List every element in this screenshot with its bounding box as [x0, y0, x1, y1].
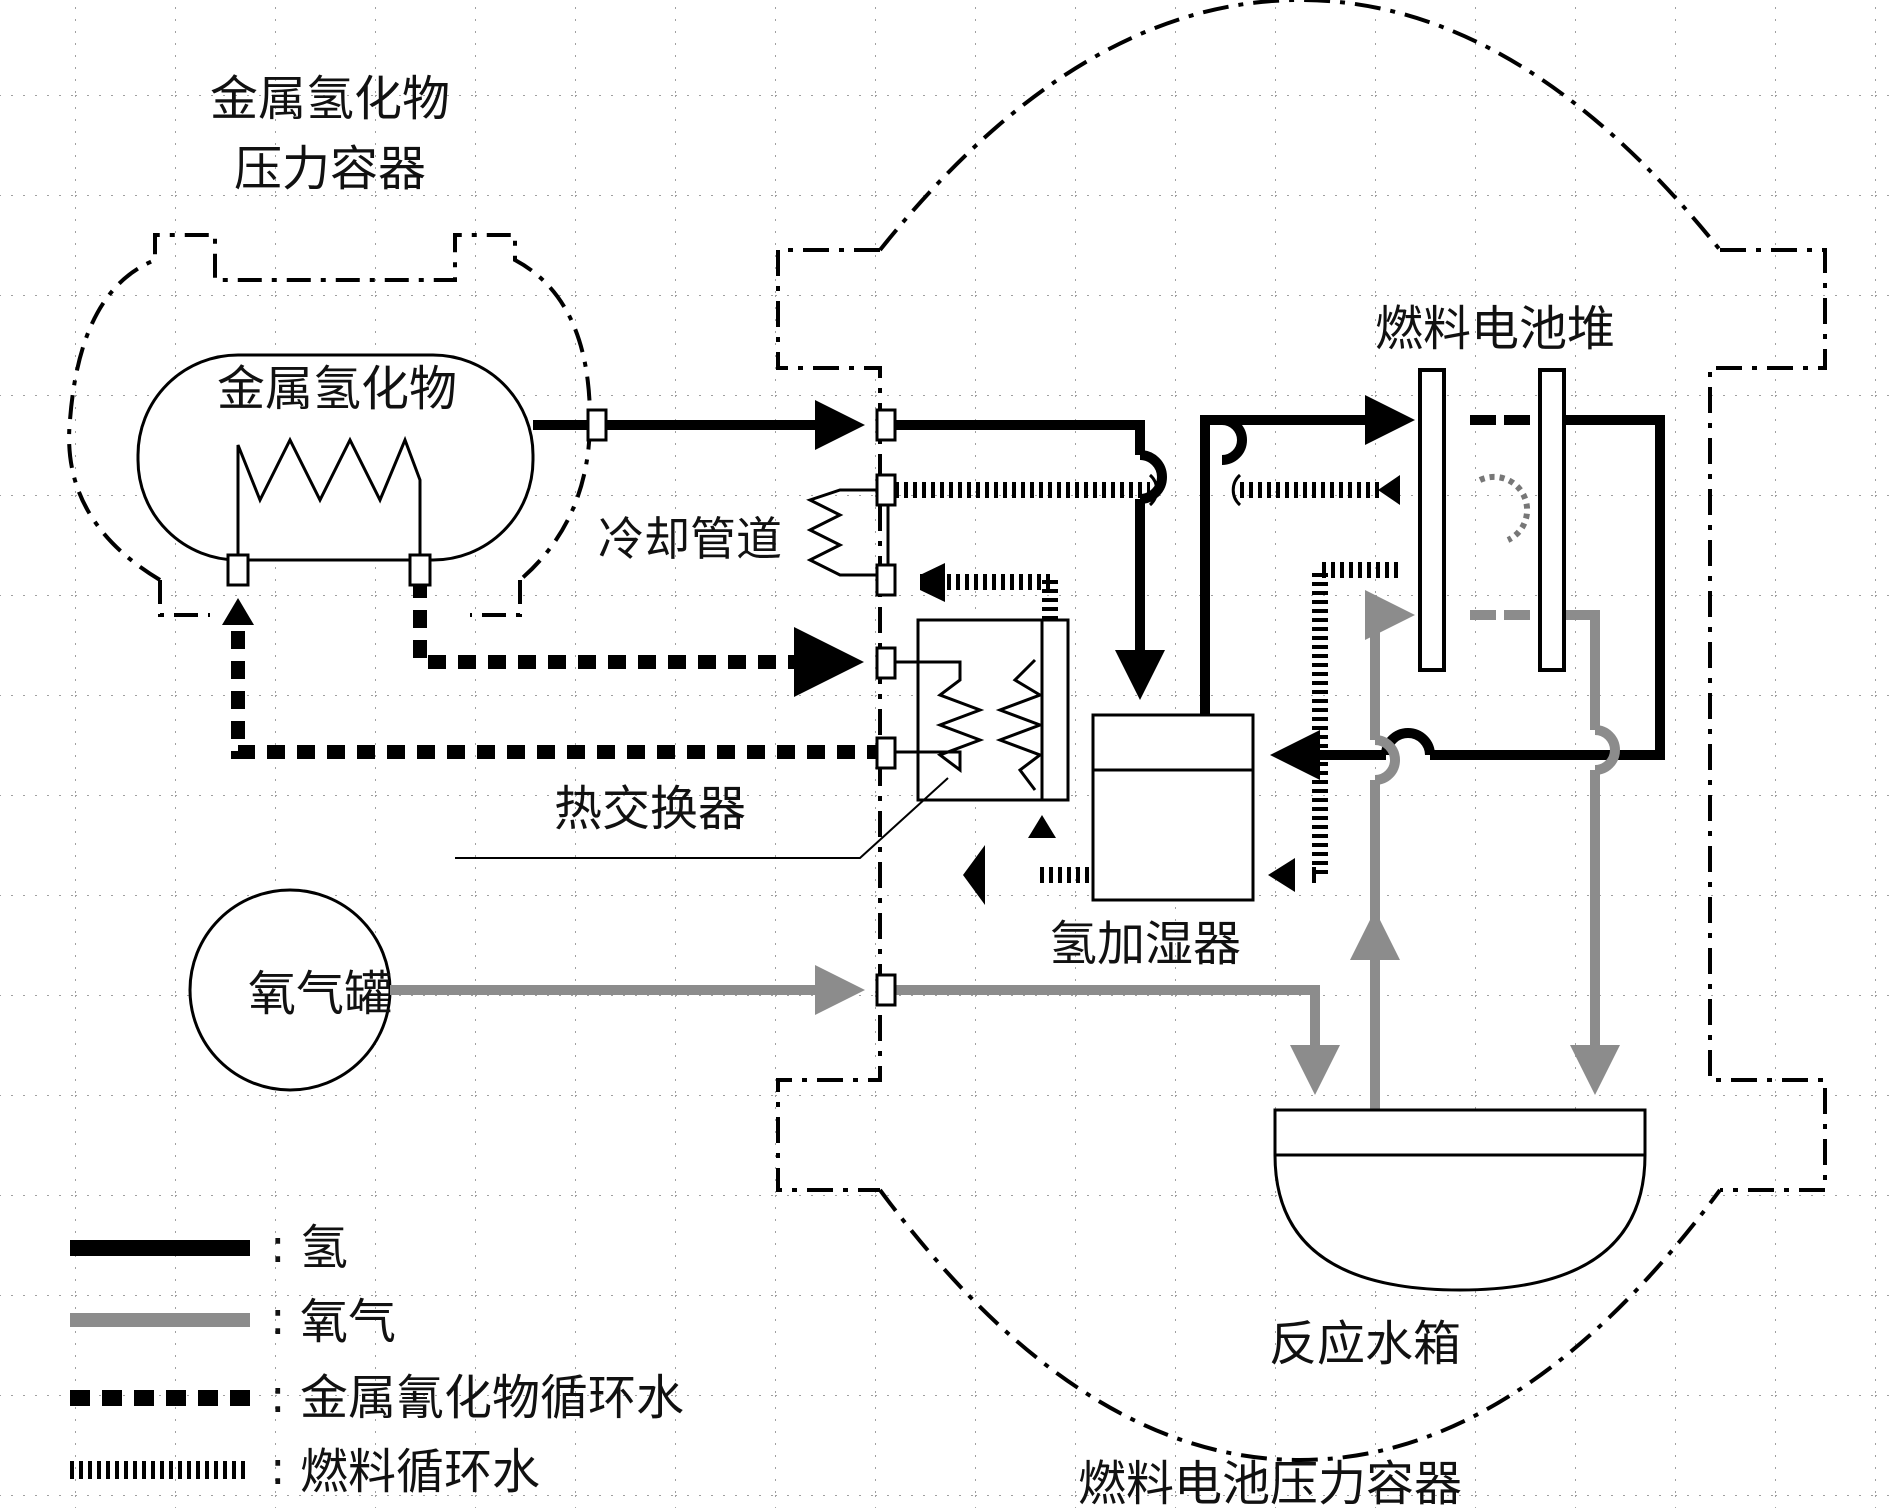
hx-coil-2 — [995, 658, 1045, 791]
mh-water-lines — [231, 580, 885, 759]
humidifier-box — [1091, 713, 1255, 902]
feedthroughs — [226, 408, 897, 1007]
hx-side-plate — [1040, 618, 1070, 802]
fw-arrow-hx — [963, 845, 985, 905]
cooling-pipe-label: 冷却管道 — [598, 512, 782, 566]
mh-pressure-vessel-outline — [67, 233, 593, 617]
stack-plate-left — [1418, 368, 1446, 672]
mh-vessel-label-2: 压力容器 — [234, 141, 426, 197]
oxygen-tank-label: 氧气罐 — [248, 966, 392, 1022]
fc-pressure-vessel-label: 燃料电池压力容器 — [1078, 1456, 1462, 1508]
legend-label-hydrogen: 氢 — [300, 1220, 348, 1276]
fw-arrow-cooling — [920, 563, 945, 602]
mh-vessel-label-1: 金属氢化物 — [210, 71, 450, 127]
hx-water-arrow — [1028, 815, 1056, 838]
legend-label-mh-water: 金属氰化物循环水 — [300, 1370, 684, 1426]
reaction-water-tank-label: 反应水箱 — [1269, 1316, 1461, 1372]
stack-membrane — [1478, 473, 1531, 543]
mh-water-arrowhead — [222, 598, 254, 625]
hydrogen-humidifier-label: 氢加湿器 — [1049, 916, 1241, 972]
stack-plate-right — [1538, 368, 1566, 672]
legend-colon-4: : — [270, 1441, 286, 1495]
cooling-pipe-coil — [806, 488, 880, 577]
hx-leader-line — [455, 777, 949, 859]
fc-pressure-vessel-outline — [776, 0, 1827, 1463]
mh-heating-coil — [236, 435, 422, 555]
fw-arrow-humidifier — [1268, 858, 1295, 892]
legend-label-fuel-water: 燃料循环水 — [300, 1444, 540, 1500]
fw-arrow-stack — [1378, 475, 1400, 505]
legend-label-oxygen: 氧气 — [300, 1294, 396, 1350]
fuel-cell-stack-label: 燃料电池堆 — [1375, 301, 1615, 357]
hx-coil-1 — [890, 660, 985, 773]
metal-hydride-label: 金属氢化物 — [217, 361, 457, 417]
legend-colon-3: : — [270, 1369, 286, 1423]
reaction-water-tank-shape — [1273, 1108, 1647, 1292]
fuel-water-crossover — [1148, 473, 1242, 507]
oxygen-lines — [390, 590, 1620, 1110]
heat-exchanger-label: 热交换器 — [554, 781, 746, 837]
legend-colon-1: : — [270, 1219, 286, 1273]
legend-colon-2: : — [270, 1291, 286, 1345]
legend: : : : : 氢 氧气 金属氰化物循环水 燃料循环水 — [70, 1219, 684, 1500]
